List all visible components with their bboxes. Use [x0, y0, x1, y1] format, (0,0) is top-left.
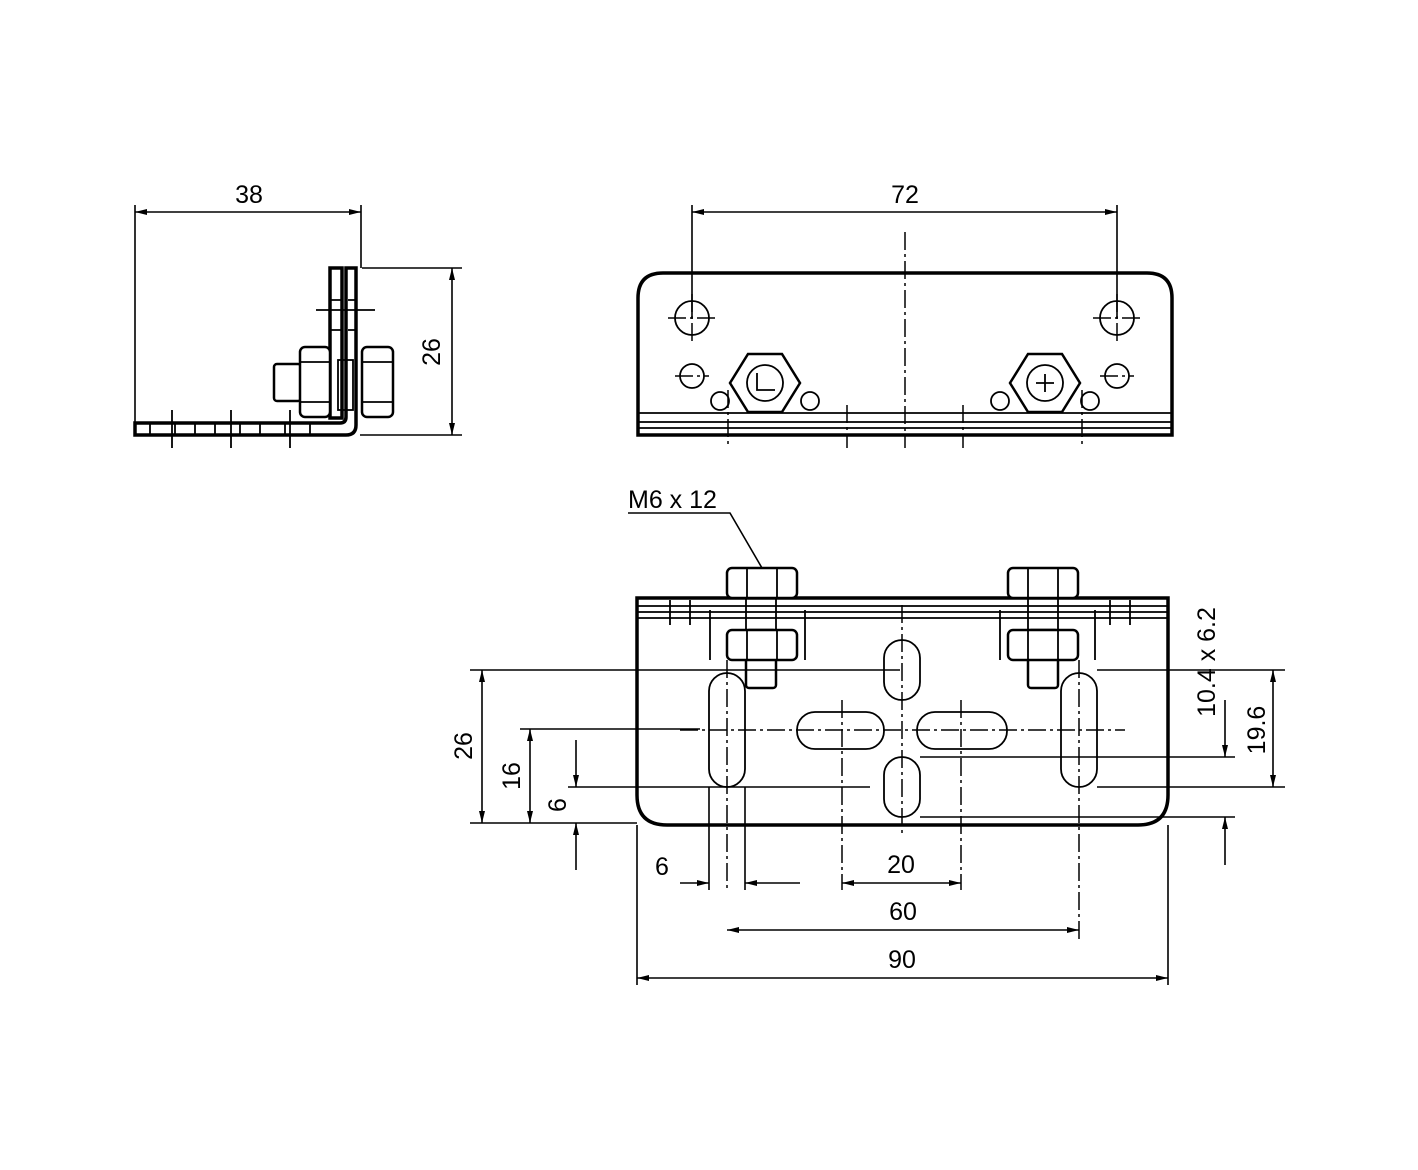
hex-nut	[298, 345, 332, 419]
hex-nut	[728, 352, 802, 414]
hex-nut	[1008, 352, 1082, 414]
dimension-6-vertical: 6	[544, 798, 572, 812]
hex-nut	[1006, 566, 1080, 690]
bolt-label: M6 x 12	[628, 486, 717, 514]
dimension-72: 72	[891, 181, 919, 209]
dimension-38: 38	[235, 181, 263, 209]
dimension-26-side: 26	[418, 338, 446, 366]
dimension-90: 90	[888, 946, 916, 974]
dimension-19-6: 19.6	[1243, 706, 1271, 755]
front-view: M6 x 12 26 16 6 6 20 60 90 19.6 10.4 x 6…	[450, 486, 1285, 985]
dimension-20: 20	[887, 851, 915, 879]
dimension-6-horizontal: 6	[655, 853, 669, 881]
hex-nut	[725, 566, 799, 690]
dimension-26-front: 26	[450, 732, 478, 760]
side-view: 38 26	[133, 181, 462, 448]
bolt-stub	[272, 362, 303, 403]
hex-nut	[360, 345, 395, 419]
top-view: 72	[636, 181, 1174, 448]
dimension-60: 60	[889, 898, 917, 926]
dimension-16: 16	[498, 762, 526, 790]
slot-size-label: 10.4 x 6.2	[1193, 607, 1221, 717]
